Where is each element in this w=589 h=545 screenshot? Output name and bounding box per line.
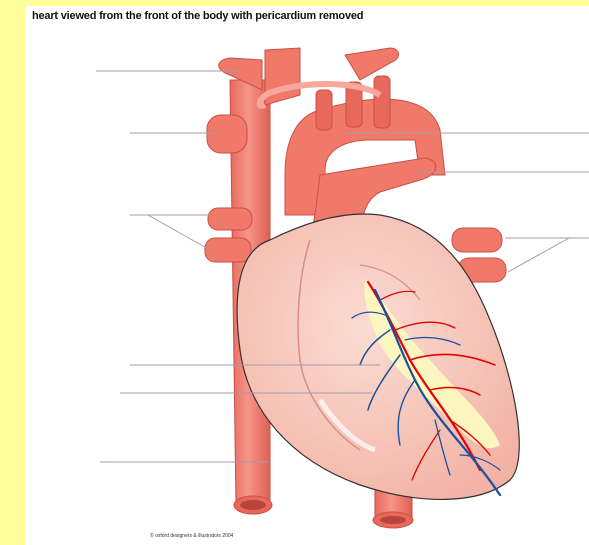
heart-body	[237, 214, 519, 499]
copyright-notice: © oxford designers & illustrators 2004	[150, 533, 233, 539]
diagram-title: heart viewed from the front of the body …	[32, 10, 363, 22]
label-line-9b	[508, 238, 569, 272]
label-line-3b	[148, 215, 210, 250]
